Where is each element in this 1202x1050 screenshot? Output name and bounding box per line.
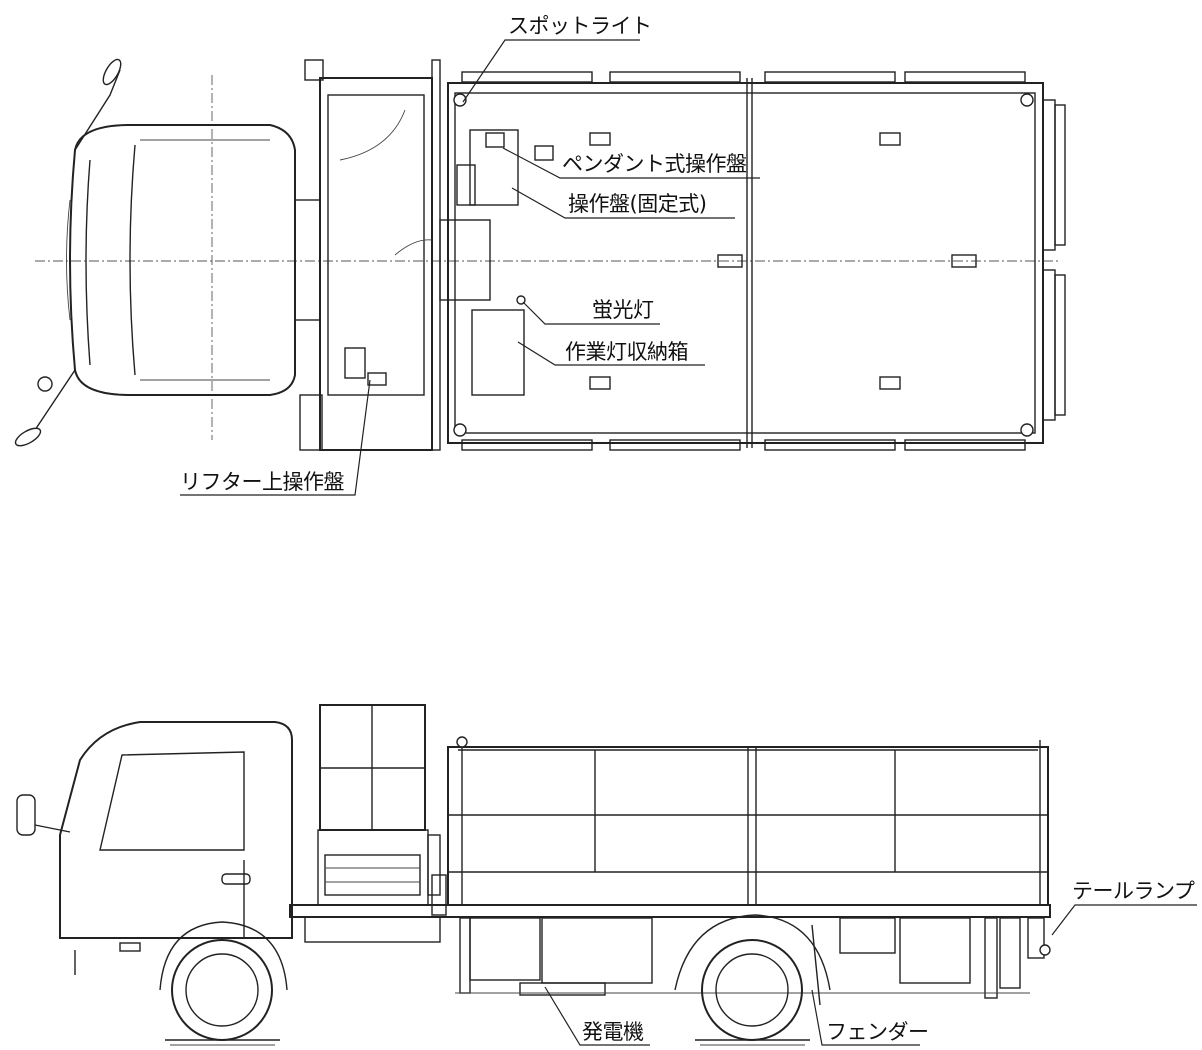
side-leaders	[544, 904, 1197, 1046]
side-view	[16, 704, 1197, 1046]
deck-top	[439, 71, 1066, 451]
mirror-side	[16, 794, 36, 836]
top-view	[14, 39, 1066, 496]
label-tail-lamp: テールランプ	[1072, 879, 1195, 903]
tail-lamp	[1027, 917, 1045, 959]
undercarriage	[455, 917, 1030, 999]
front-wheel	[159, 921, 288, 1046]
cab-side	[59, 721, 293, 975]
lifter-side	[317, 704, 441, 906]
cab-top	[66, 124, 296, 396]
top-leaders	[180, 39, 760, 496]
label-lifter-panel: リフター上操作盤	[180, 470, 345, 494]
rear-wheel	[674, 914, 831, 1046]
label-fluorescent: 蛍光灯	[592, 298, 654, 322]
label-worklight-box: 作業灯収納箱	[565, 340, 689, 364]
chassis-side	[289, 904, 1051, 918]
label-spotlight: スポットライト	[508, 14, 652, 38]
label-fender: フェンダー	[826, 1020, 929, 1044]
label-generator: 発電機	[582, 1020, 644, 1044]
label-fixed-panel: 操作盤(固定式)	[568, 192, 707, 216]
deck-side	[431, 736, 1049, 916]
label-pendant-panel: ペンダント式操作盤	[562, 152, 747, 176]
mirrors-top	[14, 58, 122, 447]
lifter-top	[304, 59, 441, 451]
